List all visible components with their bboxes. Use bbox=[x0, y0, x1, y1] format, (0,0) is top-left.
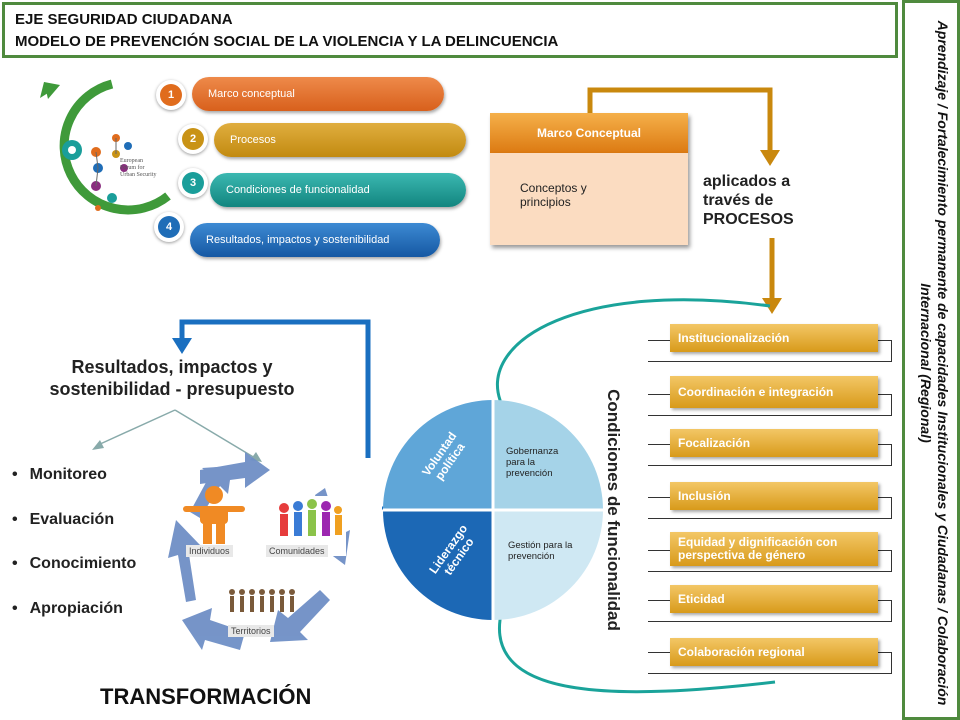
quadrant-circle bbox=[383, 400, 603, 620]
logo-text: European Forum for Urban Security bbox=[120, 158, 157, 178]
label-comunidades: Comunidades bbox=[266, 545, 328, 557]
header-title: EJE SEGURIDAD CIUDADANA bbox=[15, 11, 233, 28]
territories-icon bbox=[229, 589, 295, 612]
step-pill-1[interactable]: Marco conceptual bbox=[192, 77, 444, 111]
condition-item[interactable]: Colaboración regional bbox=[670, 638, 878, 666]
step-pill-4[interactable]: Resultados, impactos y sostenibilidad bbox=[190, 223, 440, 257]
condition-item[interactable]: Eticidad bbox=[670, 585, 878, 613]
marco-conceptual-text: Conceptos y principios bbox=[520, 181, 587, 209]
step-number-1: 1 bbox=[156, 80, 186, 110]
bullet-item: Evaluación bbox=[12, 511, 136, 556]
quadrant-gestion: Gestión para la prevención bbox=[508, 540, 573, 562]
resultados-title: Resultados, impactos y sostenibilidad - … bbox=[49, 357, 295, 399]
step-label-4: Resultados, impactos y sostenibilidad bbox=[206, 234, 390, 246]
step-label-1: Marco conceptual bbox=[208, 88, 295, 100]
condition-item[interactable]: Focalización bbox=[670, 429, 878, 457]
quadrant-gobernanza: Gobernanza para la prevención bbox=[506, 446, 559, 479]
aplicados-text: aplicados a través de PROCESOS bbox=[703, 173, 794, 228]
step-label-2-text: Procesos bbox=[230, 134, 276, 146]
marco-conceptual-body: Conceptos y principios bbox=[490, 153, 688, 245]
condition-item[interactable]: Inclusión bbox=[670, 482, 878, 510]
condiciones-title: Condiciones de funcionalidad bbox=[604, 389, 623, 631]
arrow-blue-return bbox=[179, 319, 371, 458]
transformacion-title: TRANSFORMACIÓN bbox=[100, 684, 312, 709]
person-icon bbox=[183, 486, 245, 544]
arrow-marco-to-procesos bbox=[587, 87, 773, 152]
condition-item[interactable]: Equidad y dignificación con perspectiva … bbox=[670, 532, 878, 566]
marco-conceptual-title: Marco Conceptual bbox=[490, 113, 688, 153]
step-number-4: 4 bbox=[154, 212, 184, 242]
step-pill-3[interactable]: Condiciones de funcionalidad bbox=[210, 173, 466, 207]
bullet-item: Apropiación bbox=[12, 600, 136, 645]
label-individuos: Individuos bbox=[186, 545, 233, 557]
results-bullet-list: Monitoreo Evaluación Conocimiento Apropi… bbox=[12, 466, 137, 645]
step-number-3: 3 bbox=[178, 168, 208, 198]
logo-graphic bbox=[62, 134, 132, 211]
step-label-3: Condiciones de funcionalidad bbox=[226, 184, 370, 196]
step-pill-2[interactable]: 2 Procesos bbox=[214, 123, 466, 157]
label-territorios: Territorios bbox=[228, 625, 274, 637]
header-box: EJE SEGURIDAD CIUDADANA MODELO DE PREVEN… bbox=[2, 2, 898, 58]
header-subtitle: MODELO DE PREVENCIÓN SOCIAL DE LA VIOLEN… bbox=[15, 33, 559, 50]
step-number-2: 2 bbox=[178, 124, 208, 154]
cycle-arrow bbox=[59, 79, 171, 215]
condition-item[interactable]: Coordinación e integración bbox=[670, 376, 878, 408]
condition-item[interactable]: Institucionalización bbox=[670, 324, 878, 352]
bullet-item: Monitoreo bbox=[12, 466, 136, 511]
side-banner: Aprendizaje / Fortalecimiento permanente… bbox=[902, 0, 960, 720]
bullet-item: Conocimiento bbox=[12, 555, 137, 600]
